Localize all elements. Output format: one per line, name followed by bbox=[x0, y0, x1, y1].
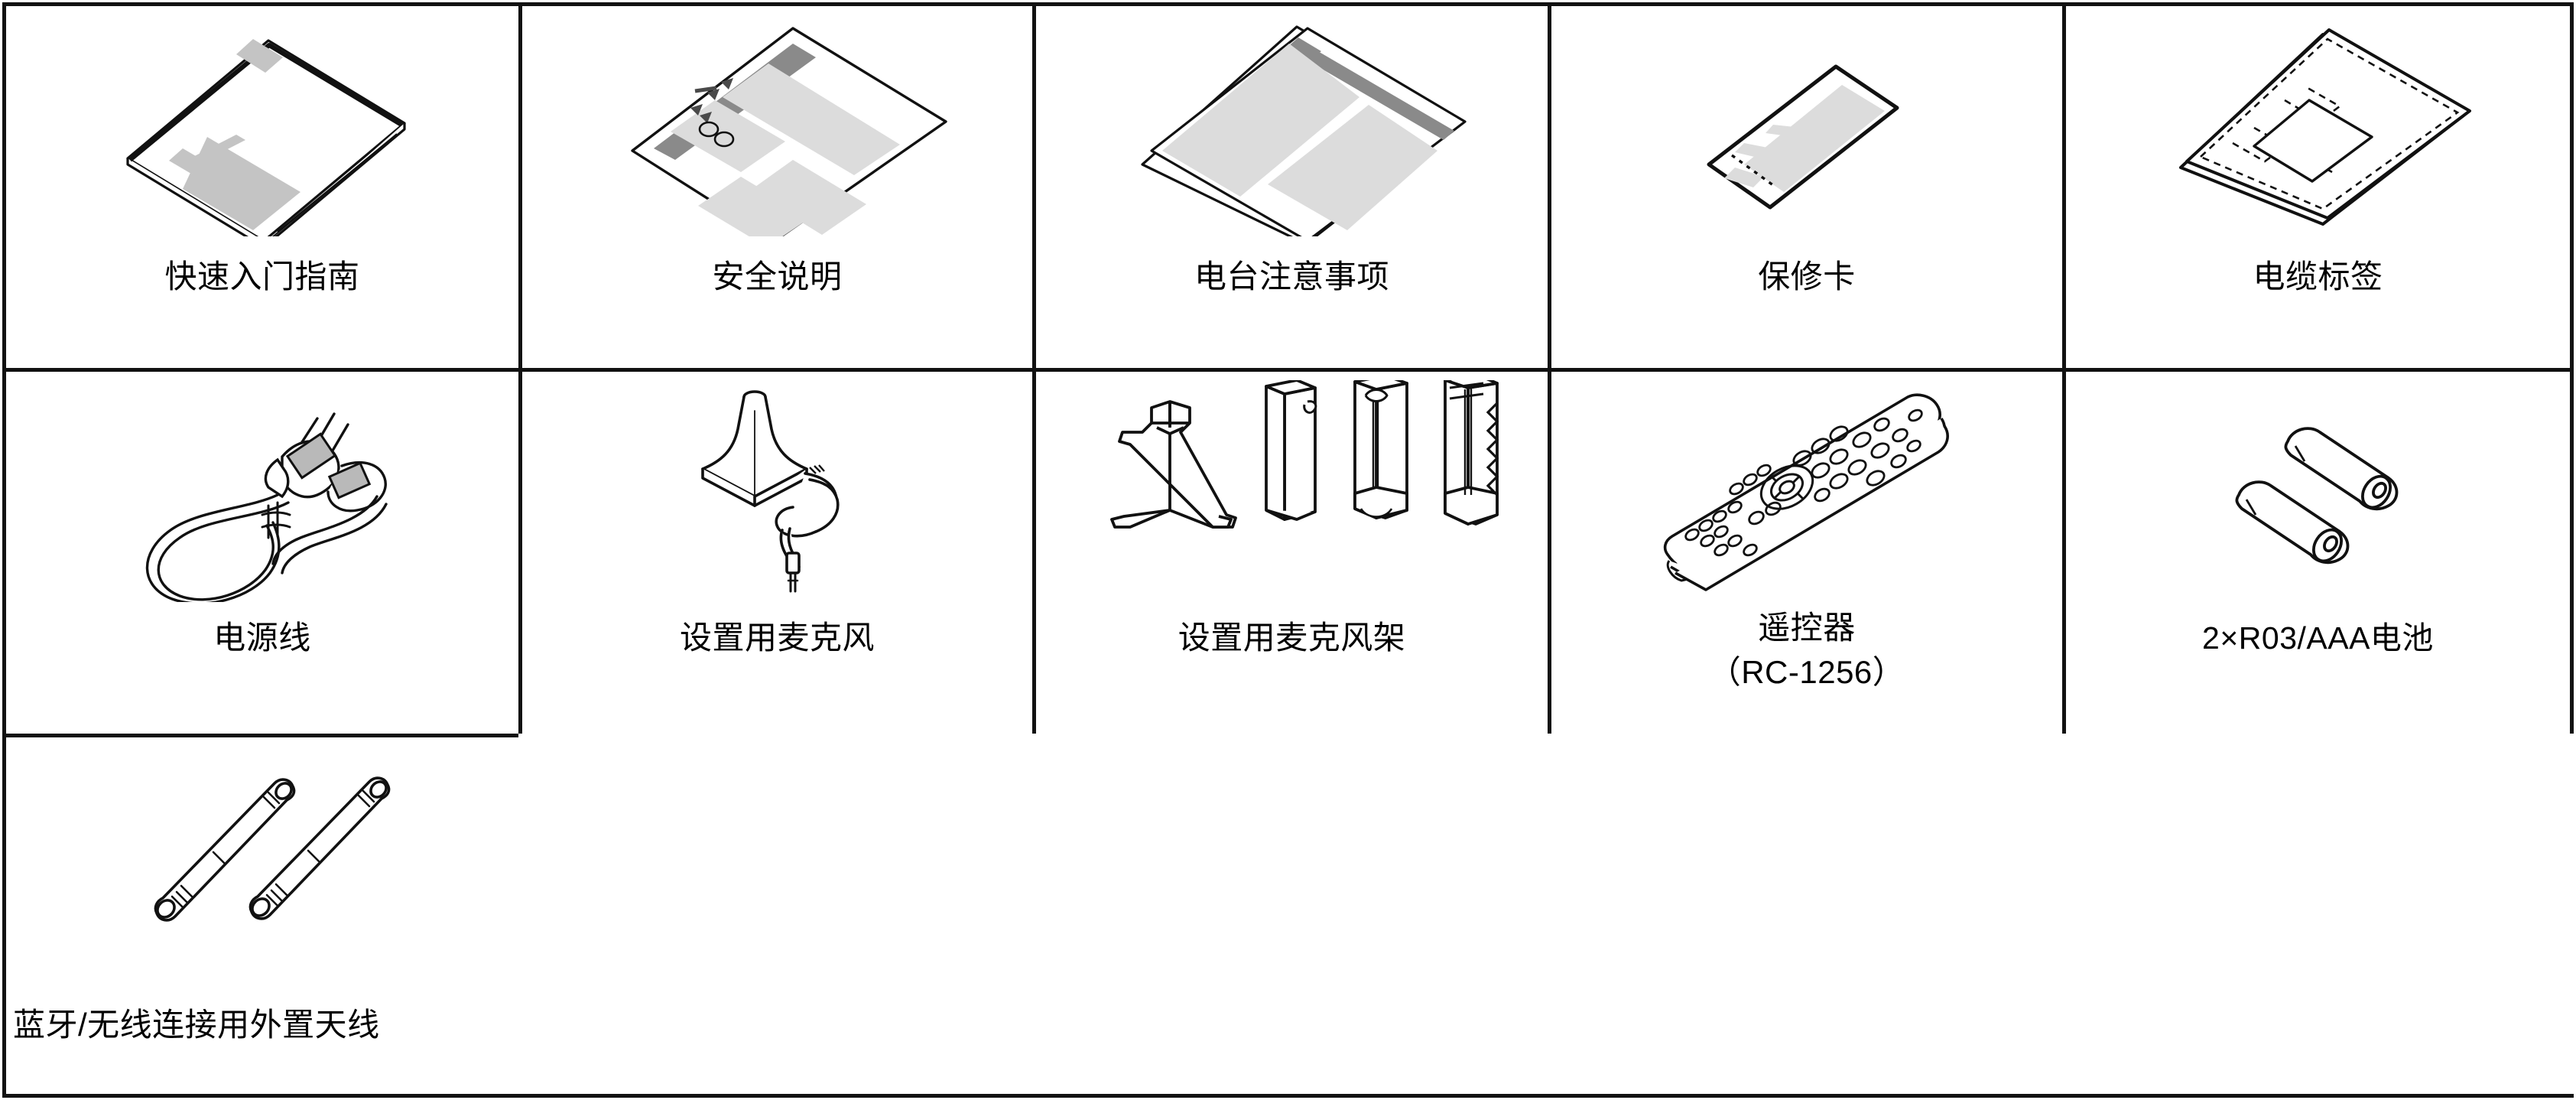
accessories-row-1: 快速入门指南 bbox=[2, 2, 2574, 368]
setup-microphone-icon bbox=[522, 376, 1032, 606]
accessory-cell-quick-start-guide[interactable]: 快速入门指南 bbox=[2, 2, 518, 368]
accessory-label: 2×R03/AAA电池 bbox=[2202, 620, 2434, 656]
accessory-cell-setup-microphone[interactable]: 设置用麦克风 bbox=[518, 368, 1032, 734]
accessory-label: 保修卡 bbox=[1758, 259, 1856, 295]
accessory-label: 设置用麦克风架 bbox=[1178, 620, 1406, 656]
cable-label-icon bbox=[2066, 11, 2570, 240]
accessory-cell-safety-instructions[interactable]: 安全说明 bbox=[518, 2, 1032, 368]
antenna-icon bbox=[6, 751, 518, 981]
accessory-cell-cable-labels[interactable]: 电缆标签 bbox=[2062, 2, 2574, 368]
accessory-label: 快速入门指南 bbox=[164, 259, 360, 295]
accessory-label: 电源线 bbox=[213, 620, 311, 656]
accessory-cell-remote-control[interactable]: 遥控器 （RC-1256） bbox=[1548, 368, 2062, 734]
accessory-cell-radio-cautions[interactable]: 电台注意事项 bbox=[1032, 2, 1548, 368]
accessory-cell-power-cord[interactable]: 电源线 bbox=[2, 368, 518, 734]
accessories-row-3: 蓝牙/无线连接用外置天线 bbox=[2, 734, 2574, 1098]
remote-control-icon bbox=[1551, 376, 2062, 606]
accessory-label: 电台注意事项 bbox=[1194, 259, 1389, 295]
accessories-empty-area bbox=[518, 734, 2574, 1098]
radio-notice-icon bbox=[1036, 11, 1548, 240]
safety-sheet-icon bbox=[522, 11, 1032, 240]
accessory-label: 遥控器 （RC-1256） bbox=[1708, 610, 1905, 690]
microphone-stand-icon bbox=[1036, 376, 1548, 606]
power-cord-icon bbox=[6, 376, 518, 606]
accessory-label: 设置用麦克风 bbox=[679, 620, 875, 656]
accessories-row-2: 电源线 bbox=[2, 368, 2574, 734]
accessory-label: 蓝牙/无线连接用外置天线 bbox=[13, 1007, 380, 1043]
battery-icon bbox=[2066, 376, 2570, 606]
accessory-label: 电缆标签 bbox=[2253, 259, 2383, 295]
accessory-label: 安全说明 bbox=[712, 259, 843, 295]
accessory-cell-warranty-card[interactable]: 保修卡 bbox=[1548, 2, 2062, 368]
accessory-cell-external-antennas[interactable]: 蓝牙/无线连接用外置天线 bbox=[2, 734, 518, 1098]
accessory-cell-mic-stand[interactable]: 设置用麦克风架 bbox=[1032, 368, 1548, 734]
booklet-icon bbox=[6, 11, 518, 240]
accessory-cell-batteries[interactable]: 2×R03/AAA电池 bbox=[2062, 368, 2574, 734]
warranty-card-icon bbox=[1551, 11, 2062, 240]
